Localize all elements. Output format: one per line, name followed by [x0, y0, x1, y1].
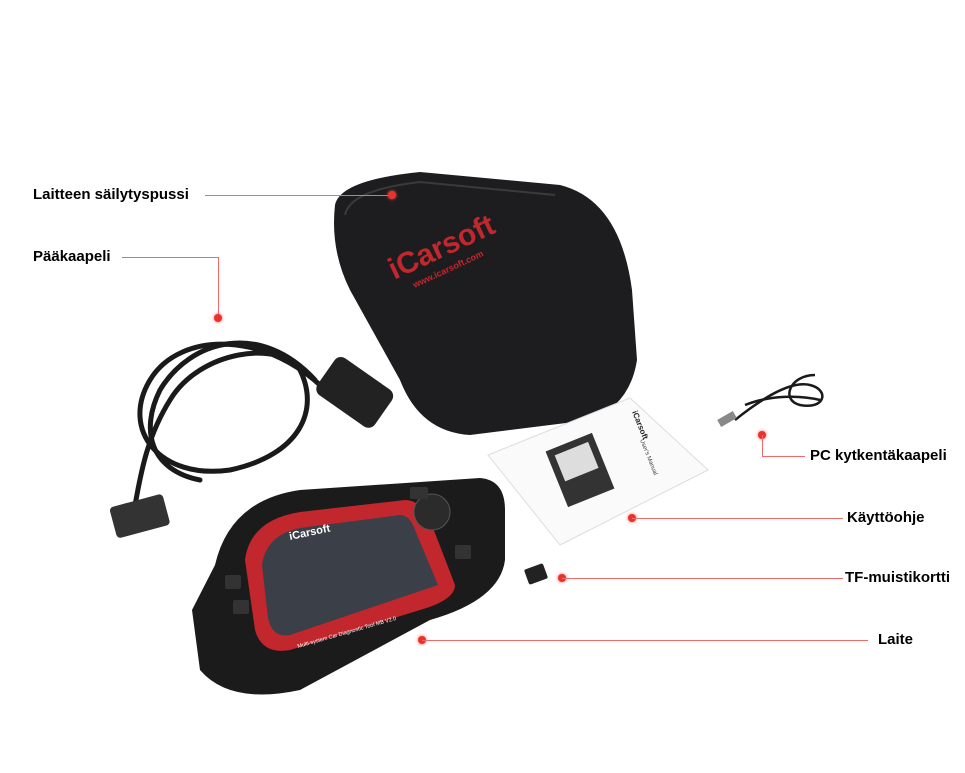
callout-dot-main-cable [214, 314, 222, 322]
callout-line-main-cable-vertical [218, 257, 219, 318]
obd-connector-image [316, 357, 394, 428]
tf-card-image [524, 563, 548, 585]
callout-label-manual: Käyttöohje [847, 509, 925, 526]
callout-label-main-cable: Pääkaapeli [33, 248, 111, 265]
callout-line-pc-cable [762, 456, 805, 457]
device-image: iCarsoft Multi-system Car Diagnostic Too… [192, 478, 505, 695]
storage-bag-image: iCarsoft www.icarsoft.com [334, 172, 637, 435]
callout-line-pc-cable-vertical [762, 435, 763, 456]
manual-image: iCarsoft User's Manual [487, 397, 709, 546]
callout-label-bag: Laitteen säilytyspussi [33, 186, 189, 203]
callout-line-manual [632, 518, 843, 519]
main-cable-image [132, 340, 333, 508]
callout-line-device [422, 640, 868, 641]
callout-label-pc-cable: PC kytkentäkaapeli [810, 447, 947, 464]
callout-line-bag [205, 195, 392, 196]
callout-dot-bag [388, 191, 396, 199]
callout-label-device: Laite [878, 631, 914, 648]
callout-line-tf-card [562, 578, 843, 579]
db15-connector-image [109, 494, 170, 538]
pc-cable-image [734, 373, 824, 421]
callout-label-tf-card: TF-muistikortti [845, 569, 950, 586]
usb-plug-image [717, 411, 737, 427]
callout-line-main-cable [122, 257, 218, 258]
